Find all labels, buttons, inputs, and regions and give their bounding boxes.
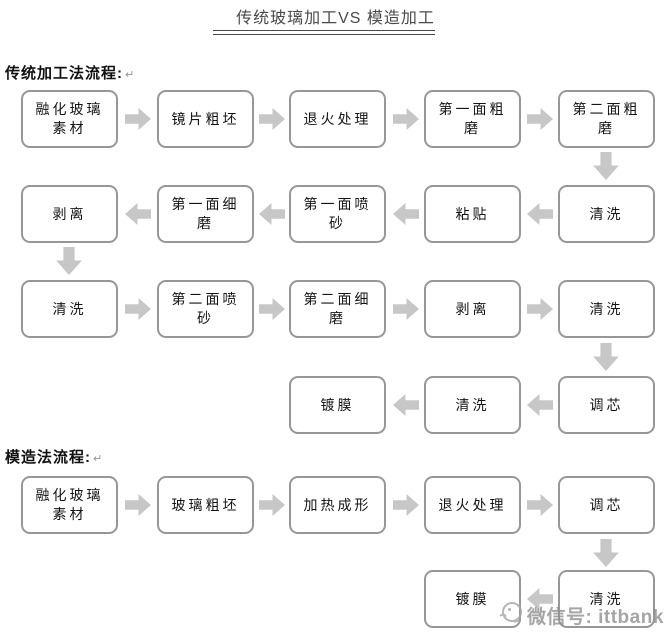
flow-step-box: 退火处理 [289, 90, 386, 148]
flow-step-box: 调芯 [558, 376, 655, 434]
flow-step-box: 调芯 [558, 476, 655, 534]
arrow-right-icon [393, 297, 419, 321]
flow-step-box: 第一面细磨 [157, 185, 254, 243]
flow-step-label: 粘贴 [455, 205, 490, 222]
arrow-right-icon [259, 107, 285, 131]
flow-step-label: 第一面粗磨 [438, 101, 507, 136]
watermark: 微信号: ittbank [497, 599, 664, 631]
flow-step-box: 退火处理 [424, 476, 521, 534]
page-title: 传统玻璃加工VS 模造加工 [236, 10, 435, 27]
watermark-text: 微信号: ittbank [527, 606, 664, 628]
arrow-right-icon [125, 107, 151, 131]
flow-step-label: 第二面粗磨 [572, 101, 641, 136]
flow-step-box: 第一面粗磨 [424, 90, 521, 148]
flow-step-box: 清洗 [558, 280, 655, 338]
flow-step-box: 清洗 [558, 185, 655, 243]
flow-step-box: 加热成形 [289, 476, 386, 534]
arrow-left-icon [393, 393, 419, 417]
arrow-left-icon [259, 202, 285, 226]
arrow-right-icon [125, 493, 151, 517]
arrow-left-icon [527, 393, 553, 417]
flow-step-box: 清洗 [21, 280, 118, 338]
flow-step-box: 镀膜 [289, 376, 386, 434]
arrow-right-icon [125, 297, 151, 321]
arrow-left-icon [125, 202, 151, 226]
flow-step-box: 第一面喷砂 [289, 185, 386, 243]
section-label-text: 模造法流程: [5, 449, 91, 466]
flow-step-label: 镀膜 [320, 396, 355, 413]
flow-step-box: 粘贴 [424, 185, 521, 243]
arrow-left-icon [393, 202, 419, 226]
arrow-right-icon [259, 297, 285, 321]
arrow-right-icon [527, 297, 553, 321]
paragraph-return-mark: ↵ [125, 69, 136, 81]
paragraph-return-mark: ↵ [93, 453, 104, 465]
flow-step-label: 清洗 [589, 205, 624, 222]
arrow-down-icon [593, 343, 619, 371]
flow-step-label: 清洗 [589, 590, 624, 607]
flow-step-label: 第二面喷砂 [171, 291, 240, 326]
arrow-right-icon [393, 107, 419, 131]
flow-step-box: 剥离 [424, 280, 521, 338]
flow-step-label: 剥离 [455, 300, 490, 317]
flow-step-label: 玻璃粗坯 [171, 496, 240, 513]
flow-step-label: 第二面细磨 [303, 291, 372, 326]
flow-step-label: 融化玻璃素材 [35, 101, 104, 136]
arrow-down-icon [593, 152, 619, 180]
flow-step-box: 第二面细磨 [289, 280, 386, 338]
flow-step-label: 加热成形 [303, 496, 372, 513]
flow-step-box: 融化玻璃素材 [21, 476, 118, 534]
section-label-traditional: 传统加工法流程:↵ [5, 62, 135, 83]
flow-step-label: 融化玻璃素材 [35, 487, 104, 522]
flow-step-label: 退火处理 [303, 110, 372, 127]
flow-step-box: 第二面粗磨 [558, 90, 655, 148]
flow-step-label: 清洗 [52, 300, 87, 317]
flow-step-label: 第一面细磨 [171, 196, 240, 231]
flow-step-box: 剥离 [21, 185, 118, 243]
section-label-text: 传统加工法流程: [5, 65, 123, 82]
flow-step-label: 调芯 [589, 396, 624, 413]
section-label-molded: 模造法流程:↵ [5, 446, 103, 467]
arrow-down-icon [593, 539, 619, 567]
flow-step-box: 清洗 [558, 570, 655, 628]
flow-step-box: 玻璃粗坯 [157, 476, 254, 534]
flow-step-box: 清洗 [424, 376, 521, 434]
ittbank-logo-icon [497, 599, 524, 631]
arrow-right-icon [527, 493, 553, 517]
flow-step-label: 退火处理 [438, 496, 507, 513]
arrow-right-icon [527, 107, 553, 131]
flow-step-label: 镀膜 [455, 590, 490, 607]
title-double-underline [213, 30, 435, 35]
flow-step-label: 镜片粗坯 [171, 110, 240, 127]
arrow-right-icon [393, 493, 419, 517]
flow-step-box: 镀膜 [424, 570, 521, 628]
flow-step-label: 剥离 [52, 205, 87, 222]
flow-step-label: 清洗 [589, 300, 624, 317]
flow-step-box: 镜片粗坯 [157, 90, 254, 148]
arrow-down-icon [56, 247, 82, 275]
flow-step-label: 清洗 [455, 396, 490, 413]
flow-step-label: 调芯 [589, 496, 624, 513]
flow-step-box: 第二面喷砂 [157, 280, 254, 338]
arrow-left-icon [527, 202, 553, 226]
flow-step-label: 第一面喷砂 [303, 196, 372, 231]
arrow-right-icon [259, 493, 285, 517]
flow-step-box: 融化玻璃素材 [21, 90, 118, 148]
